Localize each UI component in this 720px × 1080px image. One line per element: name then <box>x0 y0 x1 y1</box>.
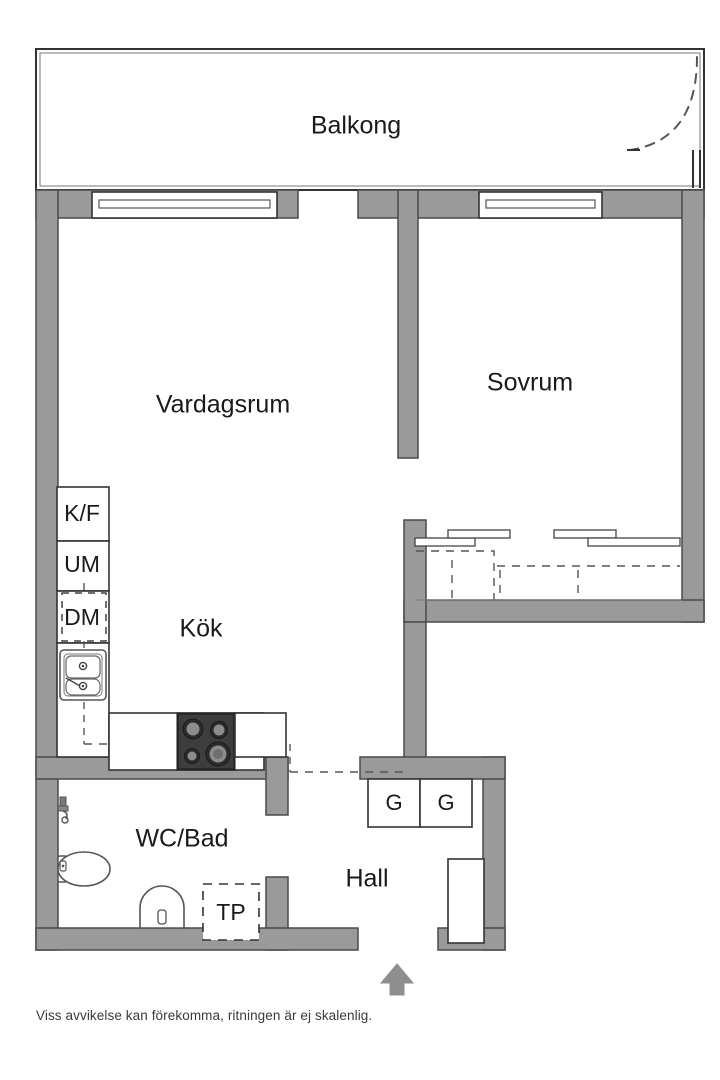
kitchen-sink <box>59 649 107 701</box>
hall-cabinet <box>447 858 485 944</box>
entrance-arrow-icon <box>379 963 415 996</box>
hall-closets <box>367 778 473 828</box>
toilet <box>57 851 111 887</box>
laundry-tower-box <box>202 883 260 941</box>
washbasin <box>139 885 185 929</box>
appliance-label-dishwasher: DM <box>64 604 100 630</box>
room-label-vardagsrum: Vardagsrum <box>156 391 290 419</box>
room-label-kok: Kök <box>179 615 223 643</box>
closet-label-2: G <box>437 790 454 815</box>
balcony-door-swing-icon <box>627 56 701 188</box>
appliance-label-laundry: TP <box>216 899 245 925</box>
closet-label-1: G <box>385 790 402 815</box>
window-living-room <box>91 191 278 219</box>
bedroom-wardrobe <box>414 529 682 601</box>
window-bedroom <box>478 191 603 219</box>
appliance-label-oven: UM <box>64 551 100 577</box>
room-label-balkong: Balkong <box>311 112 401 140</box>
room-label-wcbad: WC/Bad <box>135 825 228 853</box>
kitchen-counter <box>108 712 287 771</box>
appliance-label-fridge-freezer: K/F <box>64 500 100 526</box>
balcony-area <box>35 48 705 191</box>
cooktop <box>176 712 236 771</box>
shower-mixer-icon <box>57 796 69 824</box>
disclaimer-text: Viss avvikelse kan förekomma, ritningen … <box>36 1008 373 1023</box>
room-label-sovrum: Sovrum <box>487 369 573 397</box>
room-label-hall: Hall <box>345 865 388 893</box>
